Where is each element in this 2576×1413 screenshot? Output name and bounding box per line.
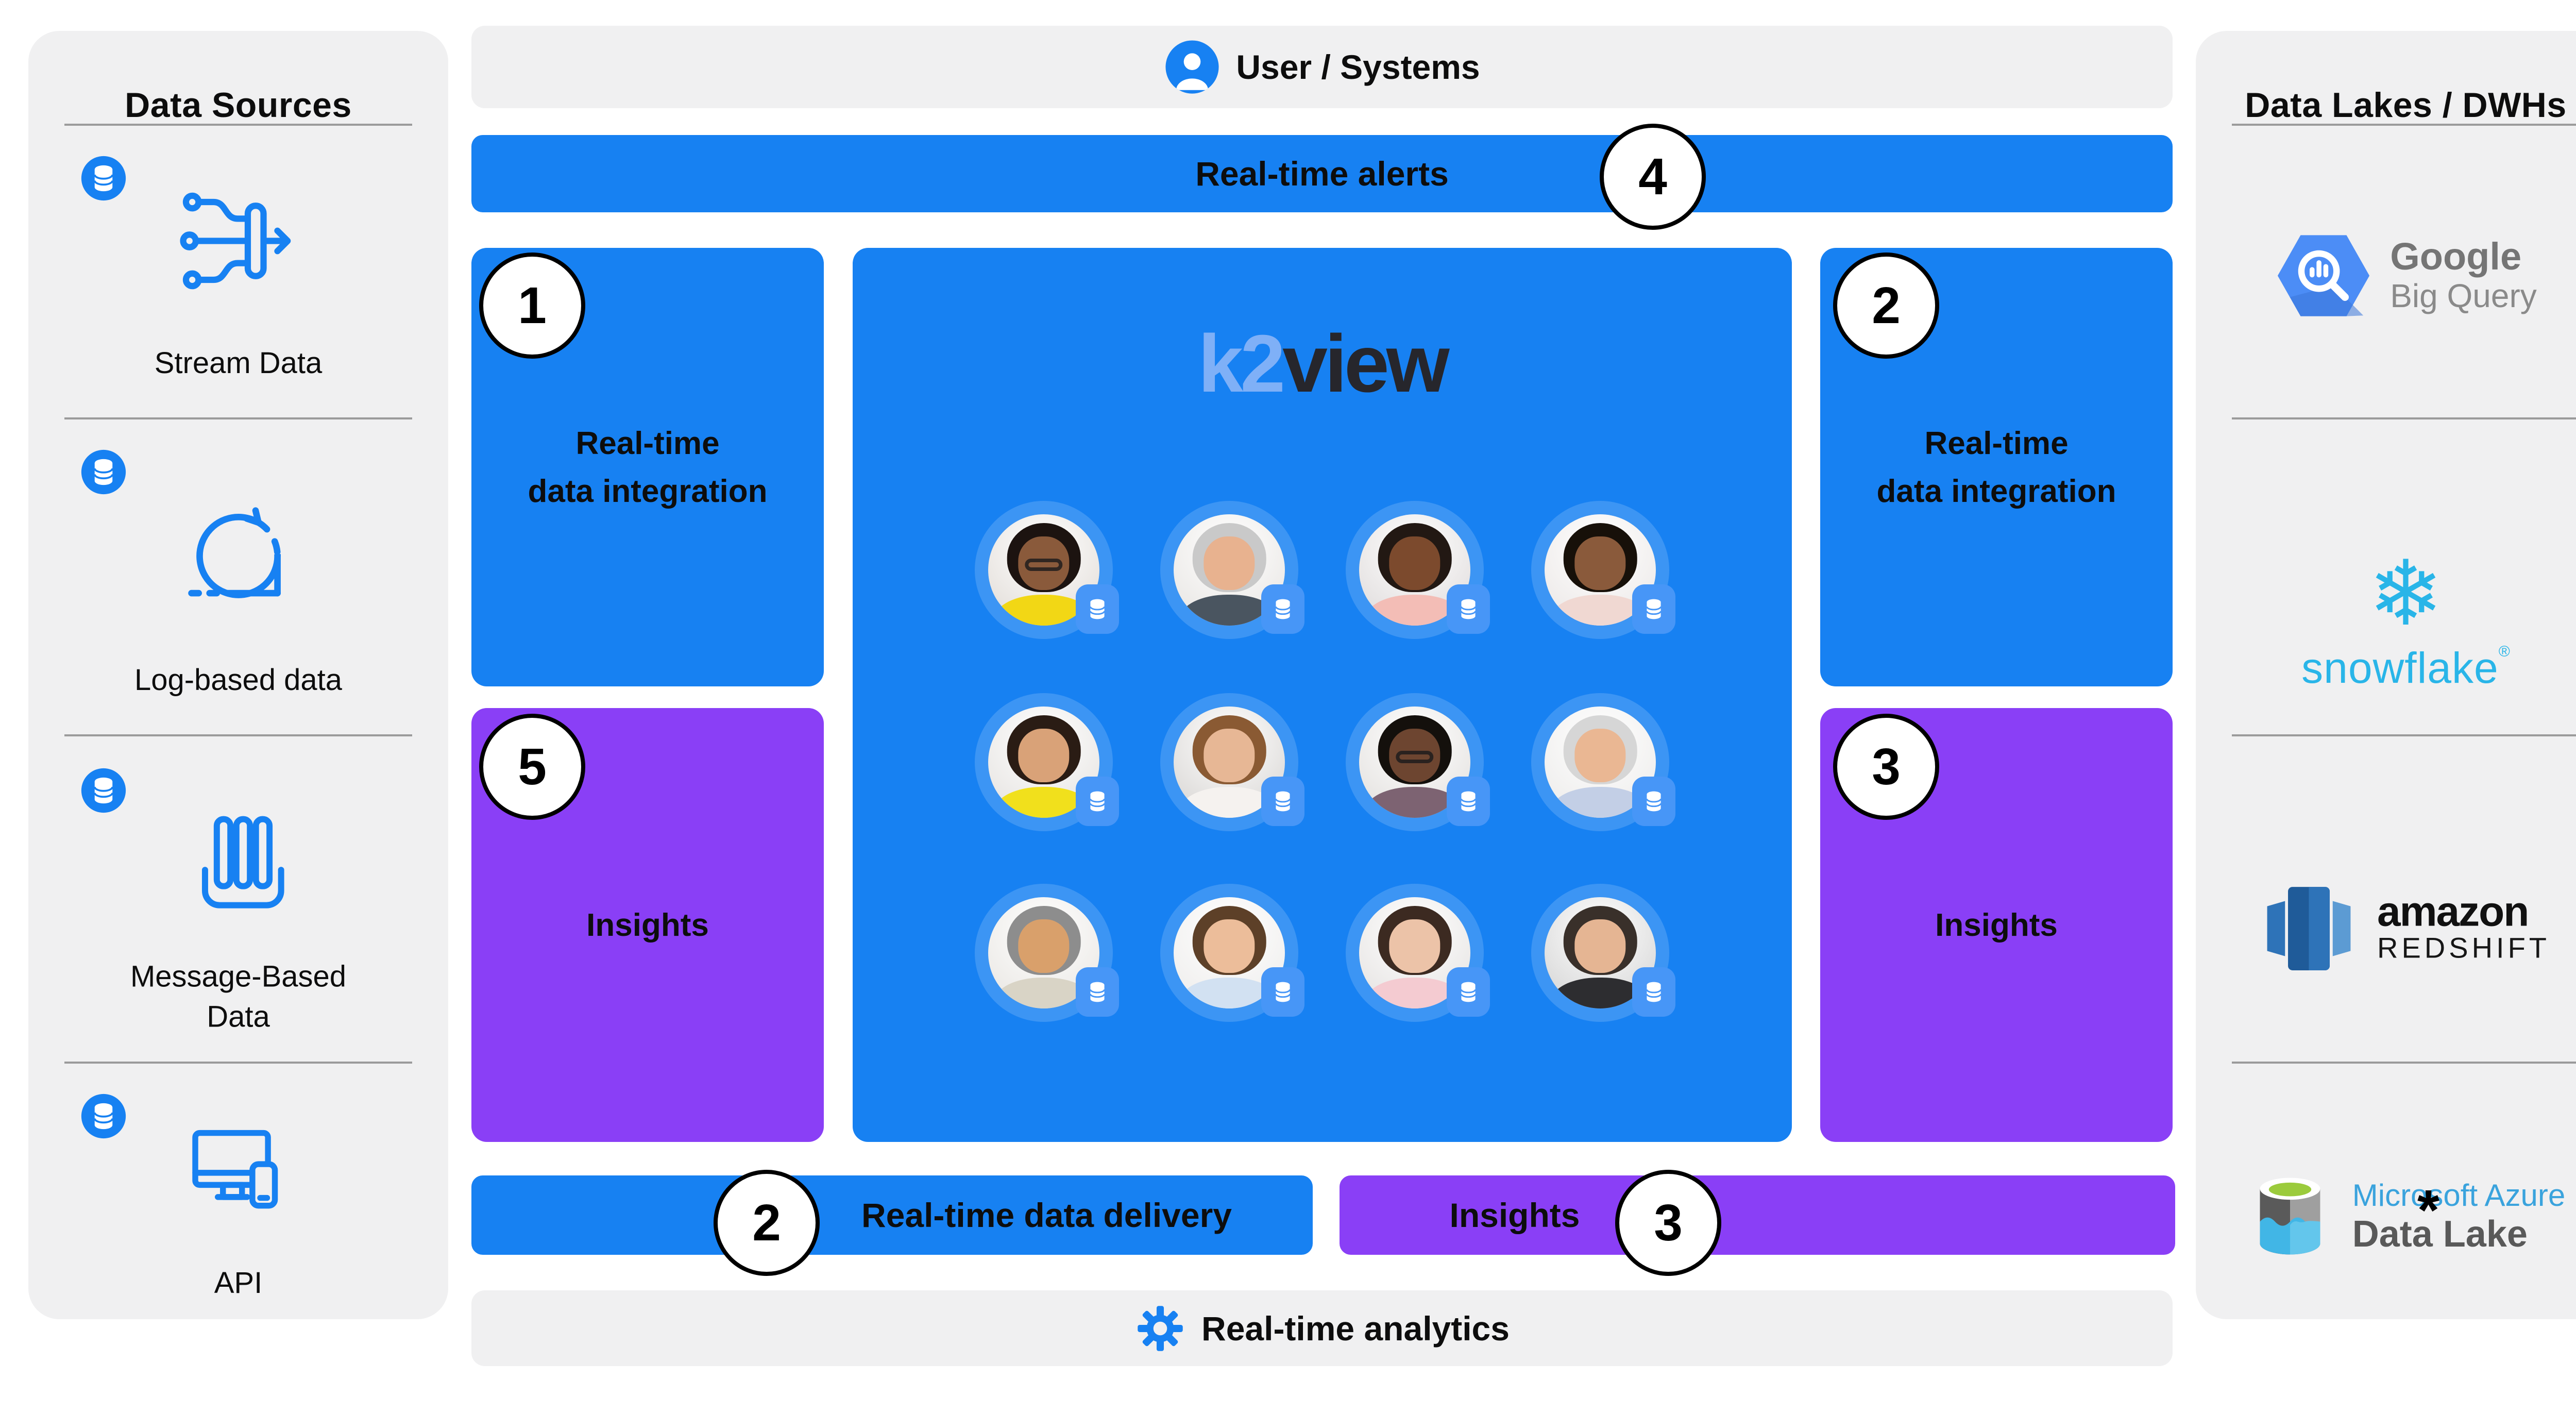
azure-label-data-lake: Data Lake	[2352, 1213, 2528, 1255]
real-time-alerts-label: Real-time alerts	[1195, 155, 1449, 193]
person-avatar	[1359, 897, 1470, 1008]
divider	[64, 1062, 412, 1064]
k2view-logo-view: view	[1282, 318, 1450, 409]
person-avatar	[988, 897, 1099, 1008]
source-label-log-based-data: Log-based data	[134, 663, 343, 697]
user-systems-label: User / Systems	[1236, 48, 1480, 86]
real-time-alerts-bar: Real-time alerts	[471, 135, 2173, 212]
divider	[2232, 417, 2576, 419]
data-lakes-title: Data Lakes / DWHs	[2245, 86, 2567, 125]
data-sources-panel: Data Sources Stream Data	[28, 31, 448, 1319]
avatar-face	[1204, 536, 1255, 590]
customer-avatar-grid	[853, 248, 1792, 1142]
database-icon	[80, 767, 127, 814]
stream-icon	[179, 182, 298, 303]
glasses-icon	[1396, 751, 1434, 764]
k2view-center-box: k2view	[853, 248, 1792, 1142]
step-badge-3-insights: 3	[1615, 1170, 1721, 1276]
database-badge-icon	[1447, 777, 1490, 826]
bigquery-hexagon-icon	[2275, 227, 2372, 325]
k2view-logo: k2view	[853, 317, 1792, 411]
redshift-label-amazon: amazon	[2377, 888, 2529, 935]
k2view-logo-k2: k2	[1198, 318, 1285, 409]
divider	[64, 417, 412, 419]
glasses-icon	[1025, 559, 1063, 571]
database-badge-icon	[1076, 777, 1119, 826]
snowflake-wordmark: snowflake	[2301, 644, 2499, 692]
source-label-message-based-data: Message-Based Data	[130, 960, 347, 1034]
avatar-face	[1018, 919, 1070, 973]
insights-bar: Insights	[1340, 1175, 2175, 1255]
insights-bar-label: Insights	[1449, 1196, 1580, 1234]
database-badge-icon	[1076, 584, 1119, 634]
user-icon	[1164, 39, 1221, 95]
database-badge-icon	[1261, 584, 1304, 634]
integration-left-label: Real-time data integration	[528, 425, 768, 509]
database-badge-icon	[1447, 584, 1490, 634]
avatar-face	[1574, 536, 1626, 590]
user-systems-bar: User / Systems	[471, 26, 2173, 108]
database-badge-icon	[1261, 777, 1304, 826]
database-badge-icon	[1447, 967, 1490, 1017]
azure-label-microsoft-azure: Microsoft Azure	[2352, 1178, 2566, 1213]
avatar-face	[1018, 729, 1070, 782]
log-refresh-icon	[180, 500, 296, 618]
database-icon	[80, 1092, 127, 1140]
step-badge-1: 1	[479, 253, 585, 359]
real-time-analytics-label: Real-time analytics	[1201, 1309, 1510, 1348]
insights-left-label: Insights	[586, 907, 709, 943]
database-icon	[80, 155, 127, 202]
azure-footnote-asterisk: *	[2417, 1179, 2439, 1242]
database-badge-icon	[1632, 584, 1675, 634]
divider	[2232, 124, 2576, 126]
azure-data-lake-logo: Microsoft Azure Data Lake	[2196, 1172, 2576, 1260]
integration-right-label: Real-time data integration	[1876, 425, 2116, 509]
gear-icon	[1134, 1303, 1186, 1354]
redshift-icon	[2261, 881, 2357, 977]
amazon-redshift-logo: amazon REDSHIFT	[2196, 881, 2576, 977]
source-label-stream-data: Stream Data	[154, 346, 323, 380]
snowflake-logo: ❄ snowflake®	[2196, 549, 2576, 693]
divider	[64, 734, 412, 736]
real-time-data-delivery-bar: Real-time data delivery	[471, 1175, 1313, 1255]
data-sources-title: Data Sources	[125, 86, 352, 125]
azure-data-lake-icon	[2246, 1172, 2334, 1260]
snowflake-icon: ❄	[2368, 544, 2444, 644]
person-avatar	[988, 514, 1099, 626]
database-badge-icon	[1632, 967, 1675, 1017]
redshift-label-redshift: REDSHIFT	[2377, 931, 2550, 964]
message-queue-icon	[180, 806, 296, 925]
bigquery-label-google: Google	[2390, 235, 2522, 278]
step-badge-2-delivery: 2	[714, 1170, 820, 1276]
registered-mark: ®	[2498, 643, 2510, 660]
avatar-face	[1204, 919, 1255, 973]
api-devices-icon	[183, 1116, 294, 1229]
real-time-analytics-bar: Real-time analytics	[471, 1290, 2173, 1366]
divider	[2232, 1062, 2576, 1064]
person-avatar	[1545, 514, 1656, 626]
divider	[64, 124, 412, 126]
data-lakes-panel: Data Lakes / DWHs Google Big Query ❄ sno…	[2196, 31, 2576, 1319]
database-badge-icon	[1632, 777, 1675, 826]
avatar-face	[1574, 729, 1626, 782]
real-time-data-delivery-label: Real-time data delivery	[861, 1196, 1232, 1234]
insights-right-label: Insights	[1935, 907, 2058, 943]
step-badge-5: 5	[479, 714, 585, 820]
avatar-face	[1389, 919, 1440, 973]
avatar-face	[1204, 729, 1255, 782]
database-icon	[80, 448, 127, 496]
step-badge-4: 4	[1600, 124, 1706, 230]
avatar-face	[1574, 919, 1626, 973]
source-label-api: API	[214, 1266, 263, 1300]
step-badge-3: 3	[1833, 714, 1939, 820]
database-badge-icon	[1076, 967, 1119, 1017]
step-badge-2: 2	[1833, 253, 1939, 359]
avatar-face	[1389, 536, 1440, 590]
bigquery-label-bigquery: Big Query	[2390, 277, 2537, 314]
database-badge-icon	[1261, 967, 1304, 1017]
divider	[2232, 734, 2576, 736]
google-bigquery-logo: Google Big Query	[2196, 227, 2576, 325]
